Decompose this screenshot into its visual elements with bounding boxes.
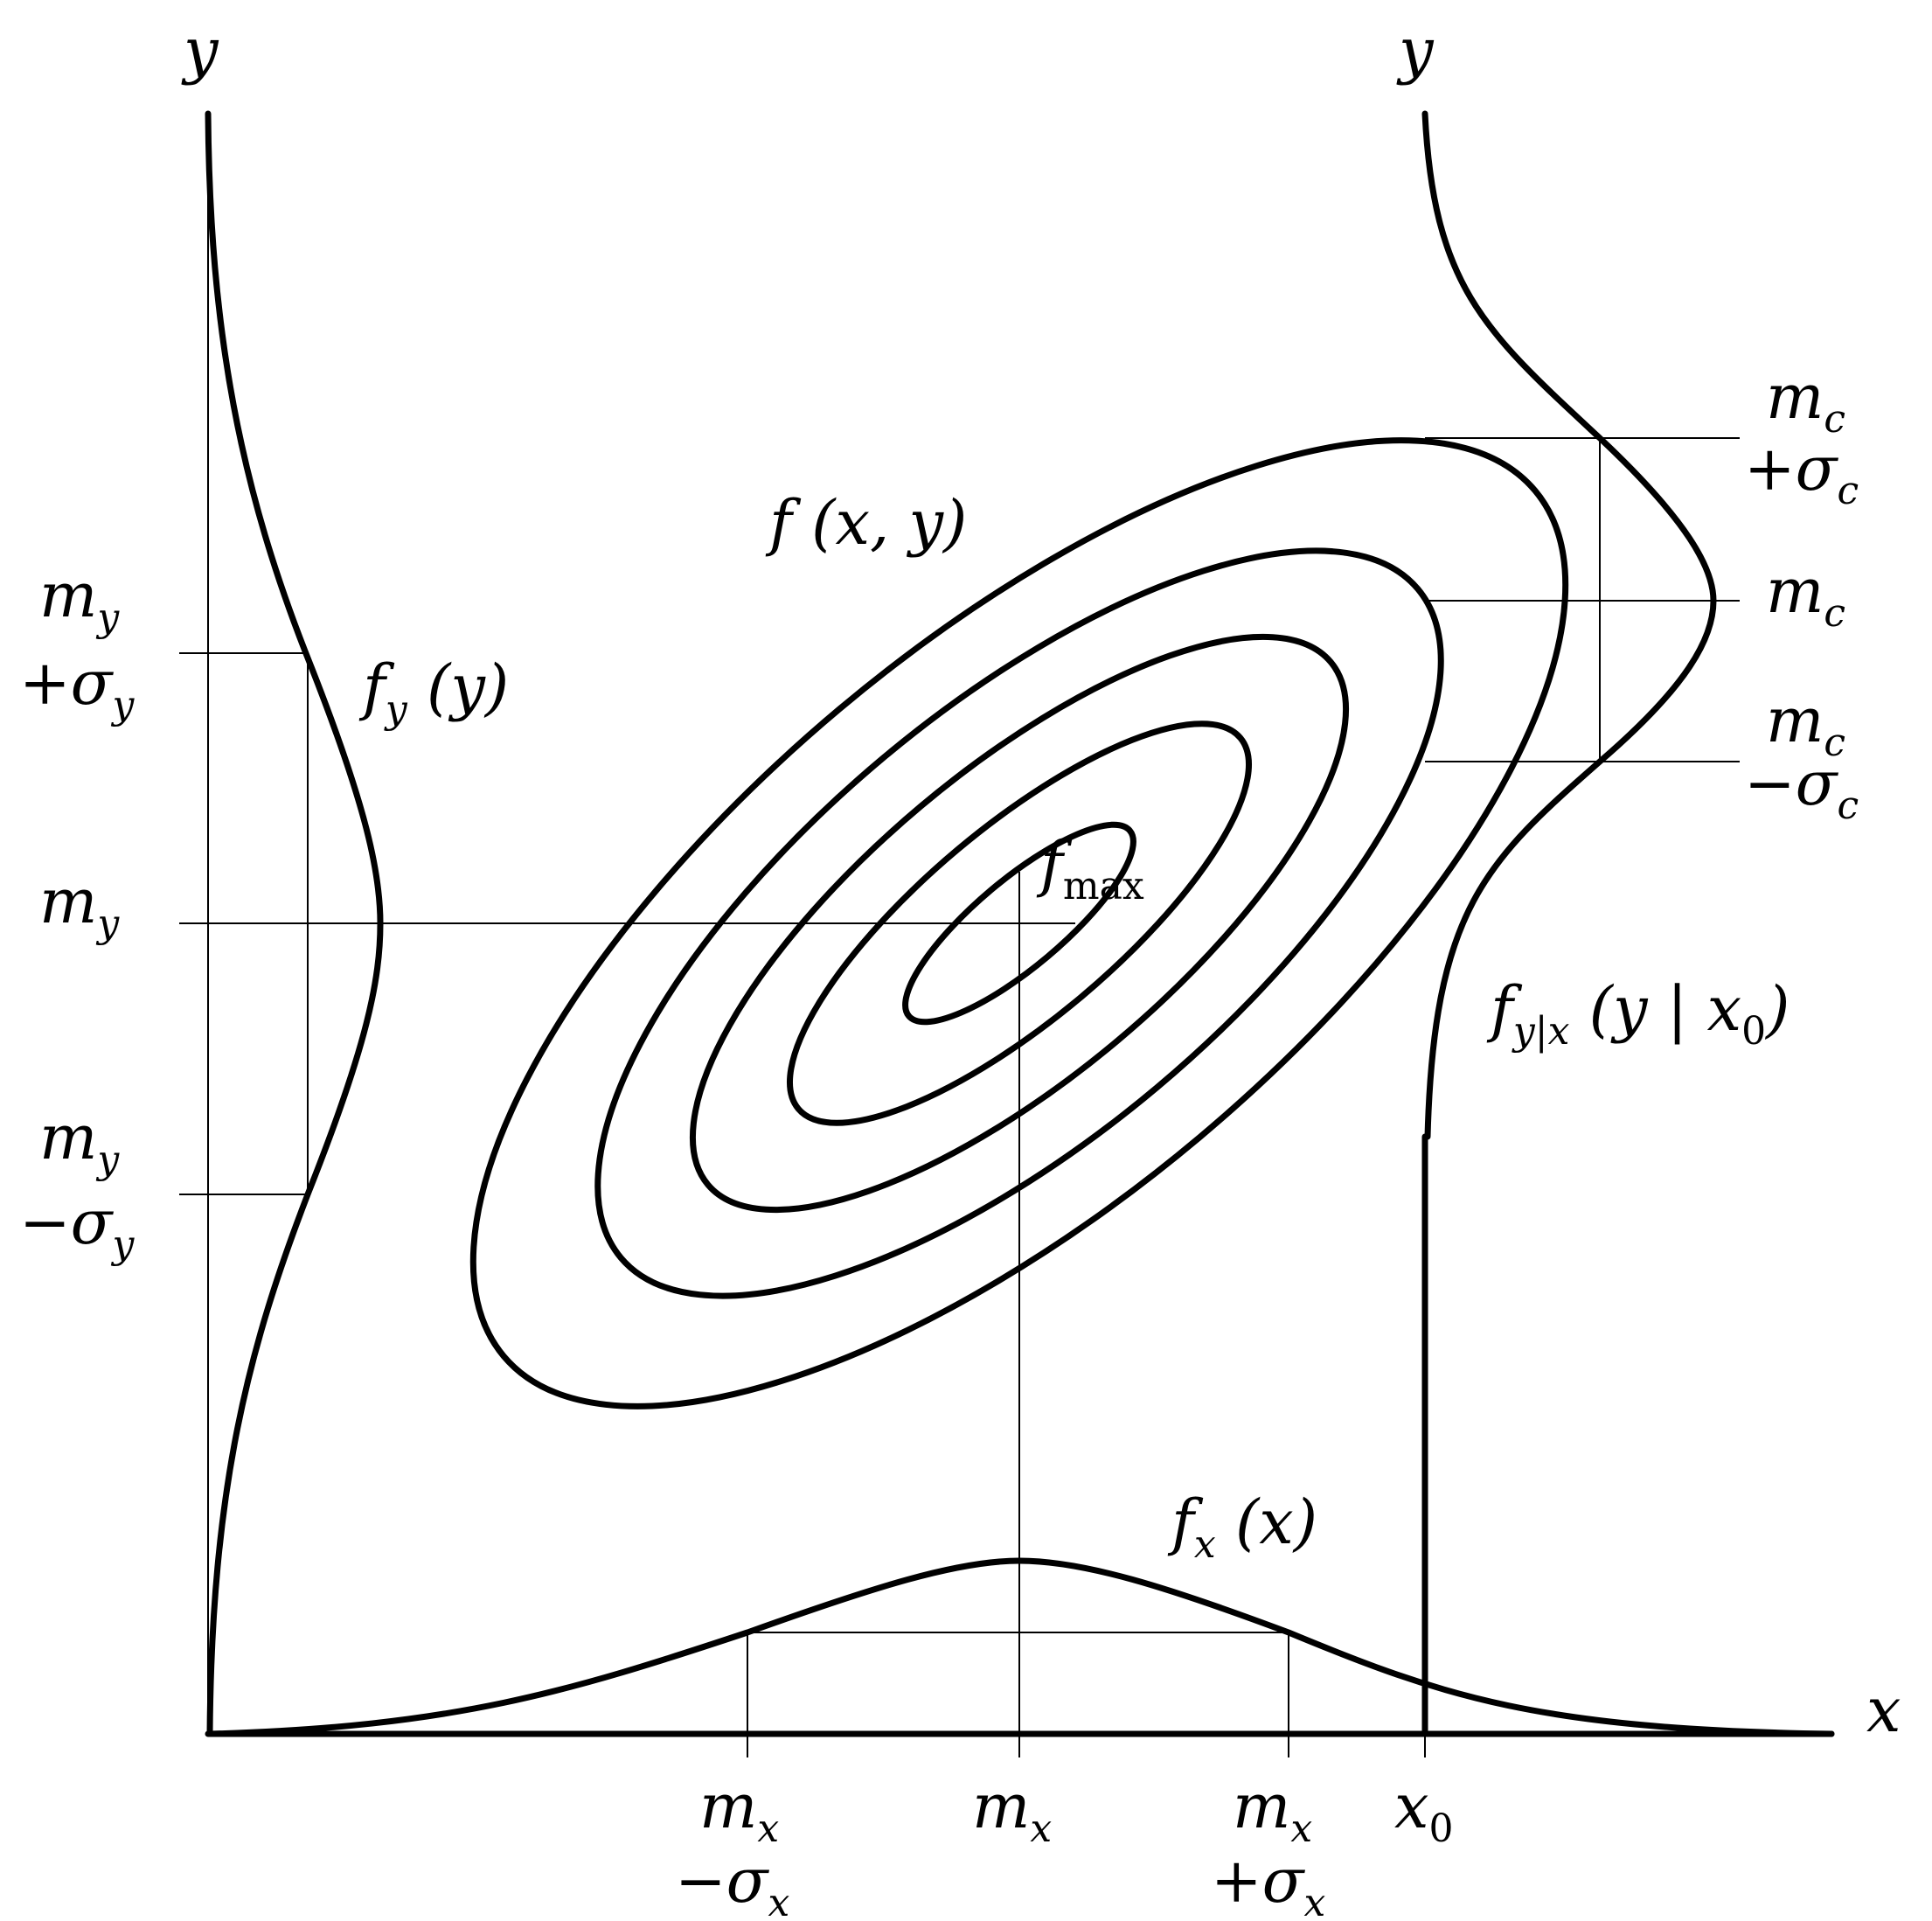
label-f-joint: f (x, y) [765, 487, 967, 559]
label-mx: mx [972, 1771, 1052, 1851]
svg-text:my: my [39, 866, 120, 946]
fx-curve [206, 1557, 1835, 1737]
label-x0: x0 [1394, 1771, 1453, 1851]
conditional-curve [1421, 110, 1717, 1140]
svg-text:mx: mx [972, 1771, 1052, 1851]
svg-text:my: my [39, 1102, 120, 1182]
svg-text:mx: mx [1233, 1771, 1312, 1851]
label-y-left: y [181, 15, 219, 87]
svg-text:−σc: −σc [1744, 748, 1859, 828]
svg-text:my: my [39, 560, 120, 640]
contour-ellipse-3 [689, 633, 1350, 1214]
svg-text:−σy: −σy [19, 1187, 135, 1267]
label-x: x [1866, 1674, 1901, 1746]
label-my: my [39, 866, 120, 946]
svg-text:+σy: +σy [19, 647, 135, 727]
label-my-plus-sigma: my +σy [19, 560, 135, 727]
label-conditional: fy|x (y | x0) [1486, 973, 1790, 1054]
label-mx-minus-sigma: mx −σx [675, 1771, 789, 1921]
svg-text:mc: mc [1766, 555, 1845, 636]
svg-text:fx (x): fx (x) [1167, 1486, 1317, 1567]
svg-text:mc: mc [1766, 685, 1845, 765]
contour-ellipse-2 [787, 720, 1252, 1126]
svg-text:mx: mx [699, 1771, 779, 1851]
label-y-right: y [1396, 15, 1435, 87]
fy-curve [205, 110, 384, 1737]
svg-text:+σc: +σc [1744, 433, 1859, 513]
svg-text:f (x, y): f (x, y) [765, 487, 967, 559]
label-fmax: fmax [1036, 828, 1144, 908]
svg-text:fy (y): fy (y) [358, 651, 509, 732]
svg-text:x: x [1866, 1674, 1901, 1746]
label-fy: fy (y) [358, 651, 509, 732]
svg-text:fy|x (y | x0): fy|x (y | x0) [1486, 973, 1790, 1054]
svg-text:fmax: fmax [1036, 828, 1144, 908]
contour-ellipse-1 [902, 821, 1136, 1026]
contour-ellipse-5 [469, 437, 1569, 1409]
svg-text:y: y [1396, 15, 1435, 87]
svg-text:+σx: +σx [1211, 1845, 1325, 1921]
label-mx-plus-sigma: mx +σx [1211, 1771, 1325, 1921]
label-my-minus-sigma: my −σy [19, 1102, 135, 1267]
label-fx: fx (x) [1167, 1486, 1317, 1567]
svg-text:y: y [181, 15, 219, 87]
label-mc-plus-sigma: mc +σc [1744, 361, 1859, 513]
joint-density-contours [469, 437, 1569, 1409]
label-mc-minus-sigma: mc −σc [1744, 685, 1859, 828]
contour-ellipse-4 [594, 547, 1444, 1299]
svg-text:x0: x0 [1394, 1771, 1453, 1851]
label-mc: mc [1766, 555, 1845, 636]
svg-text:mc: mc [1766, 361, 1845, 442]
svg-text:−σx: −σx [675, 1845, 789, 1921]
